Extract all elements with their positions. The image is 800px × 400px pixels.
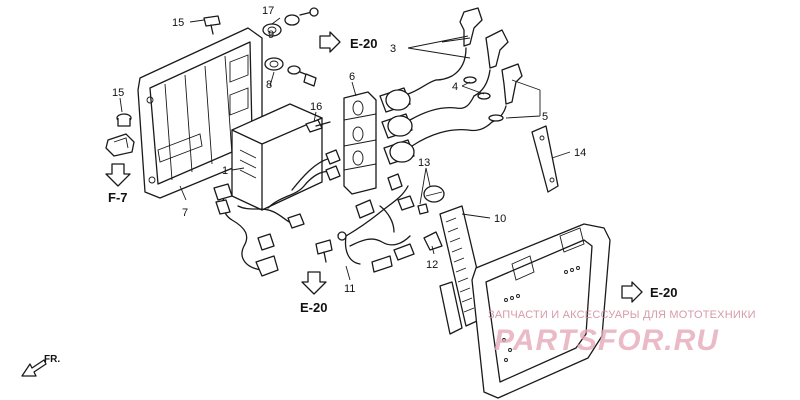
grommet-17: [262, 7, 319, 37]
bolt-lower: [116, 113, 132, 127]
grommet-8: [264, 57, 317, 87]
ref-front: FR.: [44, 354, 60, 365]
coil-holder: [343, 91, 377, 195]
leader-lines: [119, 17, 571, 281]
holder-plate: [531, 125, 559, 193]
callout-5: 5: [542, 111, 548, 123]
bolt-11: [315, 239, 333, 263]
ref-f7: F-7: [108, 190, 128, 205]
callout-9: 9: [268, 29, 274, 41]
cdi-harness: [213, 149, 341, 277]
reference-labels: E-20 E-20 E-20 F-7 FR.: [44, 36, 677, 365]
cover: [471, 223, 611, 399]
callout-12: 12: [426, 259, 438, 271]
callout-1: 1: [222, 165, 228, 177]
callout-10: 10: [494, 213, 506, 225]
ref-e20-top: E-20: [350, 36, 377, 51]
callout-17: 17: [262, 5, 274, 17]
callout-6: 6: [349, 71, 355, 83]
arrow-e20-top: [319, 31, 341, 53]
watermark-logo: PARTSFOR.RU: [494, 324, 719, 357]
watermark: ЗАПЧАСТИ И АКСЕССУАРЫ ДЛЯ МОТОТЕХНИКИ PA…: [488, 309, 756, 357]
ignition-coil-1: [379, 79, 437, 113]
callout-8: 8: [266, 79, 272, 91]
callout-7: 7: [182, 207, 188, 219]
arrow-e20-right: [621, 281, 643, 303]
arrow-f7: [105, 163, 131, 187]
cap-13: [417, 185, 445, 215]
callout-15-lower: 15: [112, 87, 124, 99]
ref-e20-bottom: E-20: [300, 300, 327, 315]
ignition-coil-2: [381, 95, 475, 139]
callout-15-upper: 15: [172, 17, 184, 29]
arrow-e20-bottom: [301, 271, 327, 295]
plug-cap-2: [473, 29, 509, 97]
plug-cap-3: [491, 63, 523, 123]
callout-14: 14: [574, 147, 586, 159]
ignition-coil-3: [383, 121, 493, 165]
seal-5: [488, 114, 504, 122]
plug-cap-1: [435, 7, 483, 81]
sub-harness: [337, 173, 415, 273]
callout-3: 3: [390, 43, 396, 55]
clip: [105, 133, 135, 157]
callout-13: 13: [418, 157, 430, 169]
ref-e20-right: E-20: [650, 285, 677, 300]
bolt-upper: [203, 15, 221, 35]
clip-12: [423, 231, 443, 251]
callout-11: 11: [344, 283, 355, 295]
watermark-tagline: ЗАПЧАСТИ И АКСЕССУАРЫ ДЛЯ МОТОТЕХНИКИ: [488, 309, 756, 321]
callout-labels: 1 3 4 5 6 7 8 9 10 11 12 13 14 15 15 16 …: [112, 5, 586, 295]
arrow-front: [21, 359, 47, 377]
seal-4: [463, 76, 491, 100]
callout-16: 16: [310, 101, 322, 113]
bolt-16: [305, 119, 331, 133]
callout-4: 4: [452, 81, 458, 93]
